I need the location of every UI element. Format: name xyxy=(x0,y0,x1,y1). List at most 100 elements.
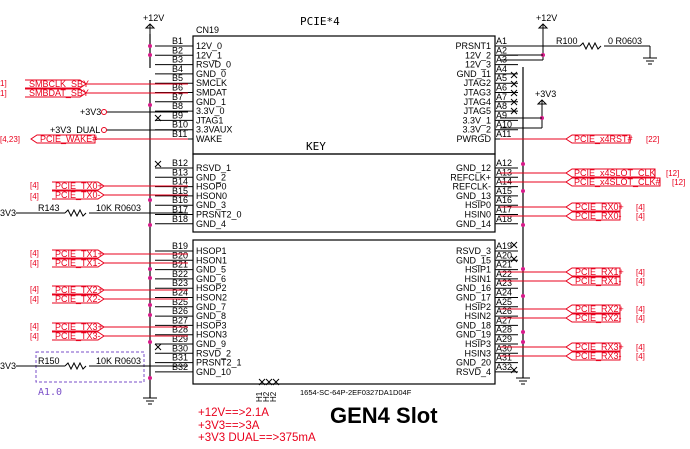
pin-number: B6 xyxy=(172,83,183,93)
pin-name: 12V_3 xyxy=(465,60,491,70)
pin-name: PWRGD xyxy=(457,134,492,144)
pin-name: HSOP1 xyxy=(196,246,227,256)
pin-number: B14 xyxy=(172,177,188,187)
net-rx2n: PCIE_RX2- xyxy=(575,313,622,323)
h-pins: H1 H2 H2 xyxy=(255,391,278,402)
pin-number: B30 xyxy=(172,343,188,353)
clk-ref: [12] xyxy=(666,169,679,178)
ref: [4] xyxy=(636,203,645,212)
pin-number: B12 xyxy=(172,158,188,168)
pin-name: JTAG1 xyxy=(196,115,223,125)
r150-net: 3V3 xyxy=(0,361,16,371)
pin-name: PRSNT2_1 xyxy=(196,358,242,368)
pin-number: B23 xyxy=(172,278,188,288)
pin-name: GND_8 xyxy=(196,311,226,321)
pin-name: GND_2 xyxy=(196,172,226,182)
pin-number: A13 xyxy=(496,167,512,177)
pin-number: B29 xyxy=(172,334,188,344)
pin-name: 3.3V_0 xyxy=(196,106,225,116)
net-rx3n: PCIE_RX3- xyxy=(575,351,622,361)
no-connect-mark xyxy=(258,378,266,386)
pin-number: A27 xyxy=(496,315,512,325)
pin-number: A17 xyxy=(496,205,512,215)
pin-number: B1 xyxy=(172,36,183,46)
pin-number: B10 xyxy=(172,120,188,130)
note-line: +3V3==>3A xyxy=(198,419,260,432)
pin-number: B8 xyxy=(172,101,183,111)
net-tx3n: PCIE_TX3- xyxy=(55,331,101,341)
no-connect-mark xyxy=(154,114,162,122)
pin-number: A16 xyxy=(496,195,512,205)
h-pin-label: H2 xyxy=(262,391,271,402)
pin-number: A11 xyxy=(496,129,511,139)
pin-name: 3.3VAUX xyxy=(196,125,232,135)
pin-name: GND_14 xyxy=(456,219,491,229)
pin-name: GND_6 xyxy=(196,274,226,284)
pin-name: HSIP0 xyxy=(465,200,491,210)
net-tx0p: PCIE_TX0+ xyxy=(55,181,103,191)
pin-name: REFCLK- xyxy=(452,182,491,192)
pin-number: B18 xyxy=(172,214,188,224)
net-x4rst-ref: [22] xyxy=(646,135,659,144)
pin-name: HSIP3 xyxy=(465,339,491,349)
pin-number: A15 xyxy=(496,186,512,196)
net-tx2n: PCIE_TX2- xyxy=(55,294,101,304)
pin-name: GND_10 xyxy=(196,367,231,377)
net-ref: 1] xyxy=(0,89,7,98)
pin-name: GND_12 xyxy=(456,163,491,173)
pin-name: RSVD_1 xyxy=(196,163,231,173)
pin-number: A30 xyxy=(496,343,512,353)
pin-name: PRSNT2_0 xyxy=(196,210,242,220)
pin-name: HSOP0 xyxy=(196,182,227,192)
ref: [4] xyxy=(30,285,39,294)
pin-name: RSVD_3 xyxy=(456,246,491,256)
pin-number: B4 xyxy=(172,64,183,74)
pin-number: A4 xyxy=(496,64,507,74)
net-tx0n: PCIE_TX0- xyxy=(55,190,101,200)
pin-number: B13 xyxy=(172,167,188,177)
pin-name: GND_15 xyxy=(456,255,491,265)
connector-body-lower xyxy=(192,239,496,385)
net-tx2p: PCIE_TX2+ xyxy=(55,285,103,295)
no-connect-mark xyxy=(510,255,518,263)
net-rx0n: PCIE_RX0- xyxy=(575,211,622,221)
no-connect-mark xyxy=(510,241,518,249)
ref: [4] xyxy=(30,192,39,201)
ref: [4] xyxy=(30,259,39,268)
left-power-rail: +12V xyxy=(143,13,164,405)
pin-name: GND_0 xyxy=(196,69,226,79)
pin-name: WAKE xyxy=(196,134,222,144)
ref: [4] xyxy=(636,314,645,323)
pin-number: A6 xyxy=(496,83,507,93)
no-connect-mark xyxy=(510,71,518,79)
net-wake-ref: [4,23] xyxy=(0,135,20,144)
pin-name: GND_17 xyxy=(456,293,491,303)
pin-name: GND_3 xyxy=(196,200,226,210)
pin-name: 3.3V_2 xyxy=(462,125,491,135)
pin-name: HSON3 xyxy=(196,330,227,340)
r100-value: 0 R0603 xyxy=(608,36,642,46)
net-tx1p: PCIE_TX1+ xyxy=(55,249,103,259)
pin-number: A22 xyxy=(496,269,512,279)
ref: [4] xyxy=(636,305,645,314)
pin-number: B2 xyxy=(172,45,183,55)
pin-number: B5 xyxy=(172,73,183,83)
pin-name: GND_9 xyxy=(196,339,226,349)
pin-name: HSIN2 xyxy=(464,311,491,321)
pin-name: RSVD_2 xyxy=(196,348,231,358)
pin-number: B25 xyxy=(172,297,188,307)
pin-number: A32 xyxy=(496,362,512,372)
power-label-3v3-right: +3V3 xyxy=(535,89,556,99)
net-rx1p: PCIE_RX1+ xyxy=(575,267,624,277)
key-label: KEY xyxy=(306,140,326,153)
pin-name: HSIN0 xyxy=(464,210,491,220)
note-line: +12V==>2.1A xyxy=(198,407,269,419)
note-line: +3V3 DUAL==>375mA xyxy=(198,432,316,444)
no-connect-mark xyxy=(510,366,518,374)
net-x4rst: PCIE_x4RST# xyxy=(574,134,633,144)
pin-name: HSON2 xyxy=(196,293,227,303)
pin-number: B3 xyxy=(172,55,183,65)
part-number: 1654-SC-64P-2EF0327DA1D04F xyxy=(300,388,412,397)
pin-name: RSVD_0 xyxy=(196,60,231,70)
